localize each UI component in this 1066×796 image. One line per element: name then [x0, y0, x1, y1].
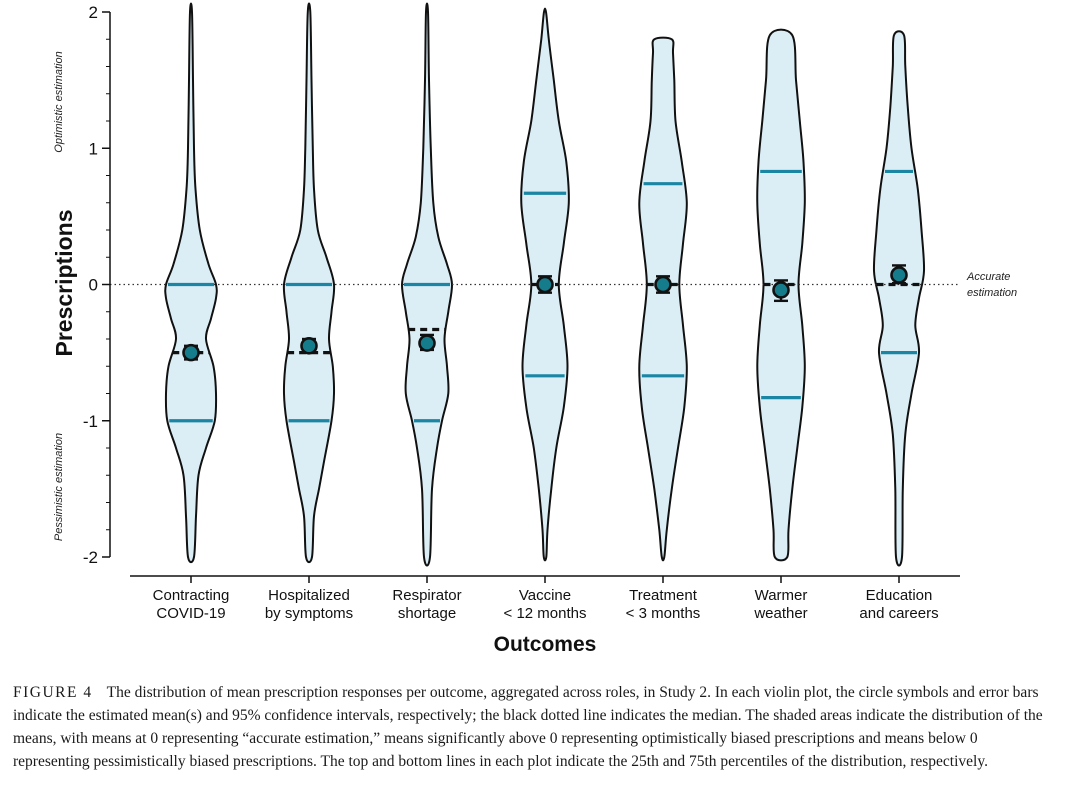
x-tick-label-line2: weather — [753, 605, 807, 622]
x-tick-label-line2: COVID-19 — [156, 605, 225, 622]
x-tick-label-line1: Treatment — [629, 587, 698, 604]
mean-marker — [182, 343, 200, 362]
y-axis-title: Prescriptions — [51, 210, 77, 357]
x-axis-title: Outcomes — [494, 633, 597, 656]
violin-treatment — [638, 36, 688, 562]
violin-contracting — [164, 2, 218, 564]
violin-education — [872, 30, 926, 567]
caption-label: FIGURE 4 — [13, 684, 93, 701]
y-side-label-top: Optimistic estimation — [53, 51, 65, 152]
x-tick-label-line1: Contracting — [153, 587, 230, 604]
x-tick-label-line2: by symptoms — [265, 605, 353, 622]
mean-marker — [536, 275, 554, 294]
x-tick-label-line2: shortage — [398, 605, 456, 622]
mean-marker — [890, 266, 908, 284]
caption-text: The distribution of mean prescription re… — [13, 684, 1043, 770]
x-tick-label-line2: < 3 months — [626, 605, 701, 622]
mean-marker — [772, 281, 790, 299]
x-tick-label-line2: and careers — [859, 605, 938, 622]
reference-label-line2: estimation — [967, 287, 1017, 299]
y-tick-label: 1 — [89, 139, 98, 158]
x-tick-label-line1: Respirator — [392, 587, 461, 604]
mean-marker — [654, 275, 672, 294]
x-tick-label-line1: Education — [866, 587, 933, 604]
x-tick-label-line1: Vaccine — [519, 587, 571, 604]
y-tick-label: 2 — [89, 3, 98, 22]
violin-hospitalized — [282, 2, 336, 564]
violins-layer — [164, 2, 926, 567]
stats-layer — [168, 169, 922, 423]
x-tick-label-line1: Warmer — [755, 587, 808, 604]
y-tick-label: 0 — [89, 276, 98, 295]
x-tick-label-line2: < 12 months — [504, 605, 587, 622]
y-side-label-bottom: Pessimistic estimation — [53, 433, 65, 541]
mean-marker — [418, 334, 436, 352]
mean-marker — [300, 337, 318, 355]
reference-label-line1: Accurate — [966, 271, 1010, 283]
y-tick-label: -2 — [83, 548, 98, 567]
x-tick-label-line1: Hospitalized — [268, 587, 350, 604]
y-tick-label: -1 — [83, 412, 98, 431]
